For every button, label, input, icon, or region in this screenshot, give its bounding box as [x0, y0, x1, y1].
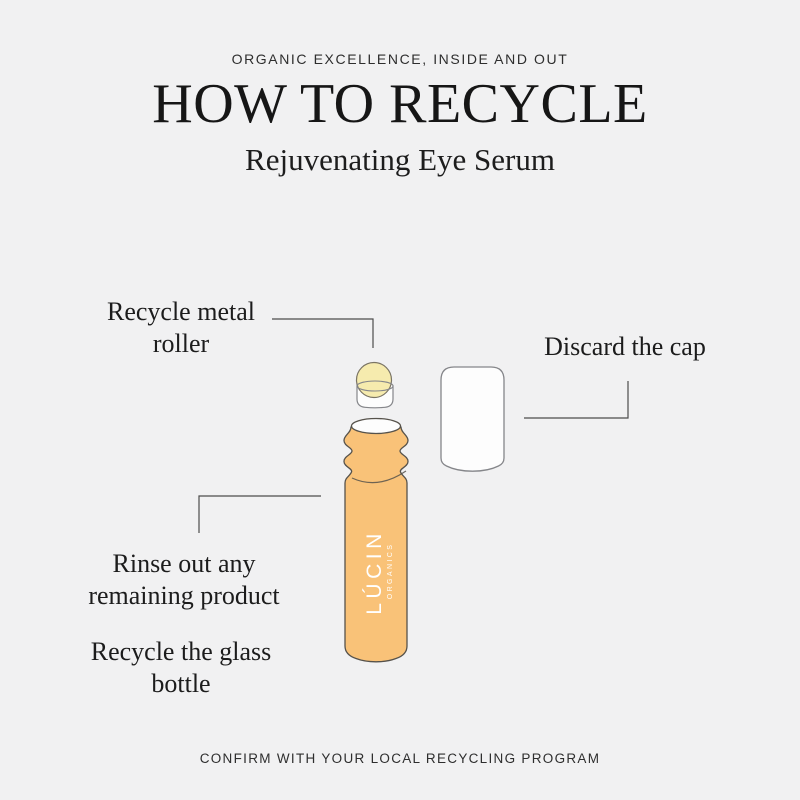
bottle-shoulder-line: [351, 470, 407, 484]
brand-text: LÚCIN: [363, 529, 386, 615]
connector-cap-line: [524, 381, 629, 419]
bottle-body: [343, 426, 409, 663]
connector-bottle-line: [198, 495, 321, 533]
label-line: bottle: [151, 669, 211, 698]
eyebrow-text: ORGANIC EXCELLENCE, INSIDE AND OUT: [231, 51, 569, 67]
label-line: roller: [152, 329, 210, 358]
roller-collar-rim: [356, 380, 394, 392]
page-title: HOW TO RECYCLE: [152, 73, 648, 135]
connector-roller-line: [272, 318, 374, 348]
roller-ball: [355, 361, 393, 399]
page-subtitle: Rejuvenating Eye Serum: [245, 142, 555, 177]
label-line: Recycle metal: [107, 297, 255, 326]
bottle-mouth: [350, 417, 402, 435]
cap-shape: [440, 366, 505, 472]
footer-note: CONFIRM WITH YOUR LOCAL RECYCLING PROGRA…: [199, 751, 601, 766]
label-line: Recycle the glass: [90, 637, 272, 666]
label-rinse-product: Rinse out any remaining product: [34, 548, 334, 612]
label-line: remaining product: [88, 581, 280, 610]
label-line: Rinse out any: [112, 549, 256, 578]
label-discard-cap: Discard the cap: [475, 331, 775, 363]
label-line: Discard the cap: [544, 332, 706, 361]
label-recycle-metal-roller: Recycle metal roller: [41, 296, 321, 360]
label-recycle-glass-bottle: Recycle the glass bottle: [31, 636, 331, 700]
brand-subtext: ORGANICS: [387, 543, 394, 600]
